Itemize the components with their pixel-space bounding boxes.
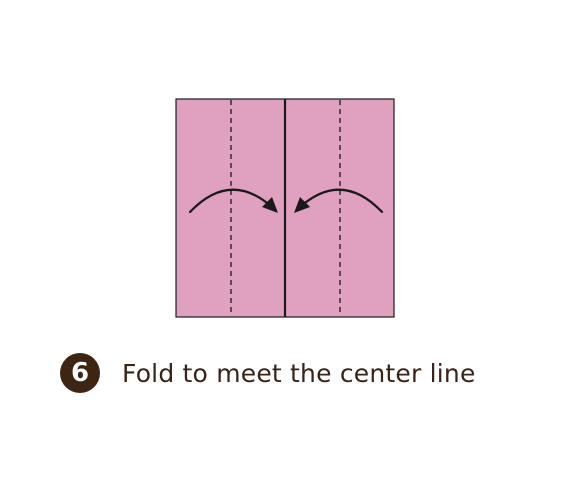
arrowhead-left-icon: [294, 197, 310, 213]
curved-arrow-right-icon: [188, 188, 274, 214]
step-instruction: Fold to meet the center line: [122, 358, 476, 388]
step-number-badge: 6: [60, 353, 100, 393]
step-caption: 6 Fold to meet the center line: [60, 352, 476, 394]
curved-arrow-left-icon: [298, 188, 384, 214]
arrowhead-right-icon: [262, 197, 278, 213]
